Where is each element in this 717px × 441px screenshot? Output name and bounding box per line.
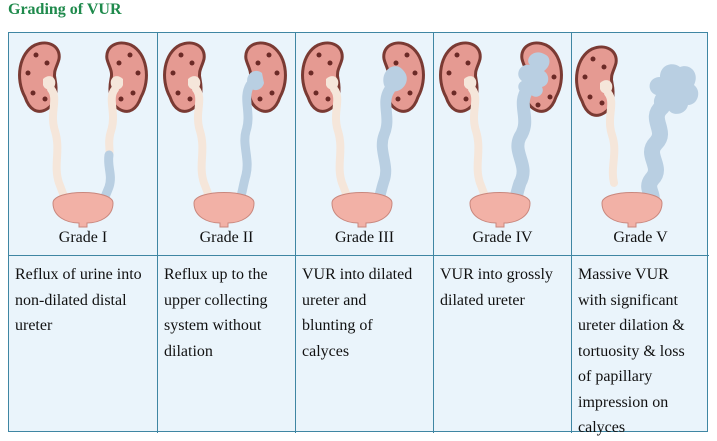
grade-description: Reflux up to the upper collecting system… bbox=[164, 266, 268, 360]
reflux-ureter bbox=[368, 83, 396, 213]
left-ureter bbox=[192, 85, 220, 211]
grade-label: Grade I bbox=[58, 229, 108, 246]
grade-1-illustration bbox=[18, 41, 148, 228]
grade-5-illustration-cell: Grade V bbox=[572, 33, 709, 256]
grade-description: VUR into dilated ureter and blunting of … bbox=[302, 266, 413, 360]
grade-4-illustration bbox=[439, 41, 563, 228]
right-kidney bbox=[244, 41, 287, 113]
grade-2-illustration bbox=[163, 41, 287, 228]
grade-4-illustration-cell: Grade IV bbox=[434, 33, 572, 256]
left-ureter bbox=[604, 89, 619, 187]
grade-1-illustration-cell: Grade I bbox=[9, 33, 158, 256]
grade-label: Grade II bbox=[199, 229, 254, 246]
vur-grading-table: Grade I Grade II bbox=[8, 32, 709, 436]
grade-4-description-cell: VUR into grossly dilated ureter bbox=[434, 256, 572, 433]
reflux-ureter bbox=[231, 80, 255, 212]
grade-label: Grade V bbox=[613, 229, 668, 246]
grade-description: Massive VUR with significant ureter dila… bbox=[578, 266, 685, 436]
bladder bbox=[601, 192, 663, 228]
grade-5-illustration bbox=[575, 45, 699, 228]
bladder bbox=[331, 192, 393, 228]
grade-description: VUR into grossly dilated ureter bbox=[440, 266, 553, 309]
right-kidney bbox=[105, 41, 148, 113]
left-kidney bbox=[301, 41, 344, 113]
grade-3-description-cell: VUR into dilated ureter and blunting of … bbox=[296, 256, 434, 433]
grade-description: Reflux of urine into non-dilated distal … bbox=[15, 266, 142, 334]
left-ureter bbox=[330, 85, 358, 211]
bladder bbox=[469, 192, 531, 228]
right-ureter bbox=[105, 85, 119, 159]
left-ureter bbox=[47, 85, 75, 211]
bladder bbox=[52, 192, 114, 228]
grade-label: Grade III bbox=[334, 229, 395, 246]
figure-title: Grading of VUR bbox=[8, 1, 122, 18]
reflux-ureter bbox=[505, 82, 535, 214]
grade-3-illustration bbox=[301, 41, 425, 228]
grade-label: Grade IV bbox=[472, 229, 533, 246]
reflux-ureter bbox=[641, 99, 670, 211]
grade-2-description-cell: Reflux up to the upper collecting system… bbox=[158, 256, 296, 433]
grade-5-description-cell: Massive VUR with significant ureter dila… bbox=[572, 256, 709, 436]
left-kidney bbox=[575, 45, 618, 117]
grade-1-description-cell: Reflux of urine into non-dilated distal … bbox=[9, 256, 158, 433]
grade-2-illustration-cell: Grade II bbox=[158, 33, 296, 256]
bladder bbox=[193, 192, 255, 228]
grade-3-illustration-cell: Grade III bbox=[296, 33, 434, 256]
left-ureter bbox=[468, 85, 496, 211]
